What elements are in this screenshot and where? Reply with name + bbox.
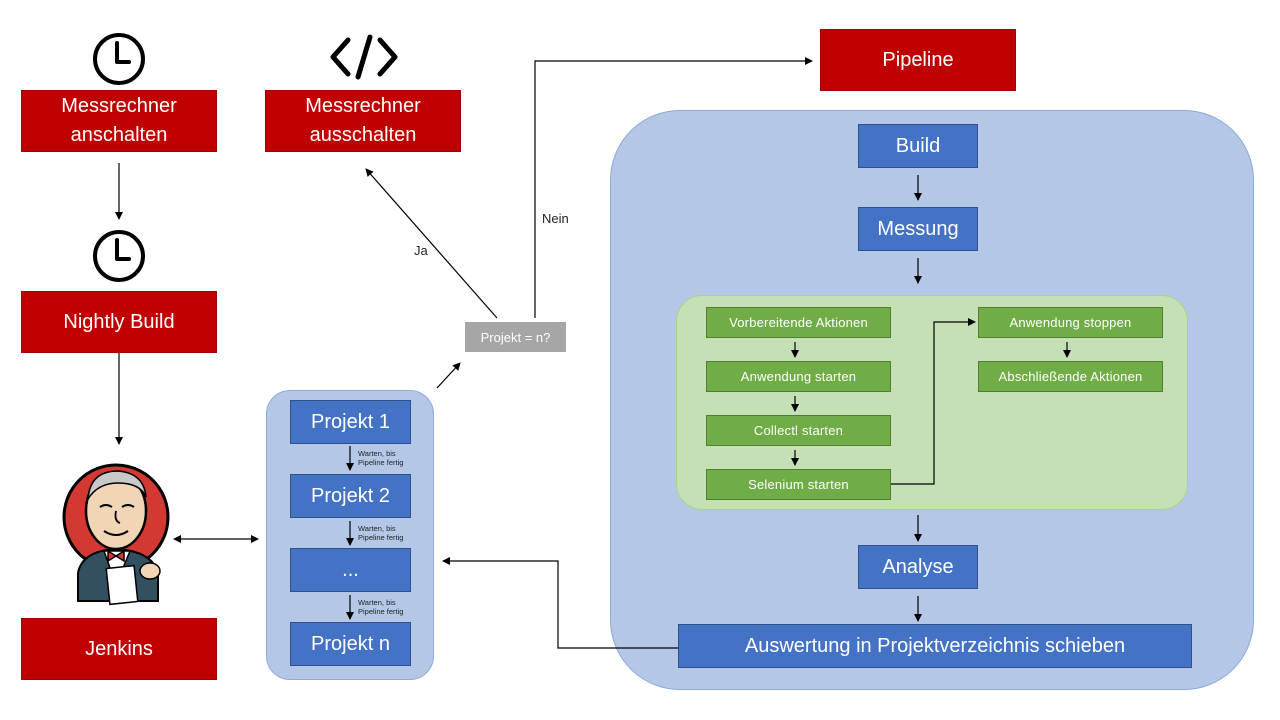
wait-note: Warten, bis Pipeline fertig	[358, 524, 404, 542]
computer-on-box: Messrechner anschalten	[21, 90, 217, 152]
project-box: Projekt 1	[290, 400, 411, 444]
step-final-actions: Abschließende Aktionen	[978, 361, 1163, 392]
wait-note: Warten, bis Pipeline fertig	[358, 598, 404, 616]
step-start-app: Anwendung starten	[706, 361, 891, 392]
decision-yes-label: Ja	[414, 243, 428, 258]
build-box: Build	[858, 124, 978, 168]
clock-icon	[93, 33, 145, 85]
pipeline-title-box: Pipeline	[820, 29, 1016, 91]
jenkins-butler-logo	[62, 463, 170, 606]
project-box: Projekt n	[290, 622, 411, 666]
project-box: Projekt 2	[290, 474, 411, 518]
arrow-step4-to-stop	[891, 318, 976, 485]
measurement-box: Messung	[858, 207, 978, 251]
step-prepare: Vorbereitende Aktionen	[706, 307, 891, 338]
arrow-yes-to-off	[365, 168, 498, 319]
arrow-no-to-pipeline	[534, 57, 813, 318]
clock-icon	[93, 230, 145, 282]
decision-no-label: Nein	[542, 211, 569, 226]
step-start-selenium: Selenium starten	[706, 469, 891, 500]
step-start-collectl: Collectl starten	[706, 415, 891, 446]
move-results-box: Auswertung in Projektverzeichnis schiebe…	[678, 624, 1192, 668]
arrow-move-to-projects	[442, 557, 678, 649]
decision-box: Projekt = n?	[465, 322, 566, 352]
nightly-build-box: Nightly Build	[21, 291, 217, 353]
jenkins-box: Jenkins	[21, 618, 217, 680]
arrow-projects-to-decision	[436, 362, 461, 389]
computer-off-box: Messrechner ausschalten	[265, 90, 461, 152]
step-stop-app: Anwendung stoppen	[978, 307, 1163, 338]
analysis-box: Analyse	[858, 545, 978, 589]
code-icon	[330, 34, 398, 80]
wait-note: Warten, bis Pipeline fertig	[358, 449, 404, 467]
project-box: ...	[290, 548, 411, 592]
